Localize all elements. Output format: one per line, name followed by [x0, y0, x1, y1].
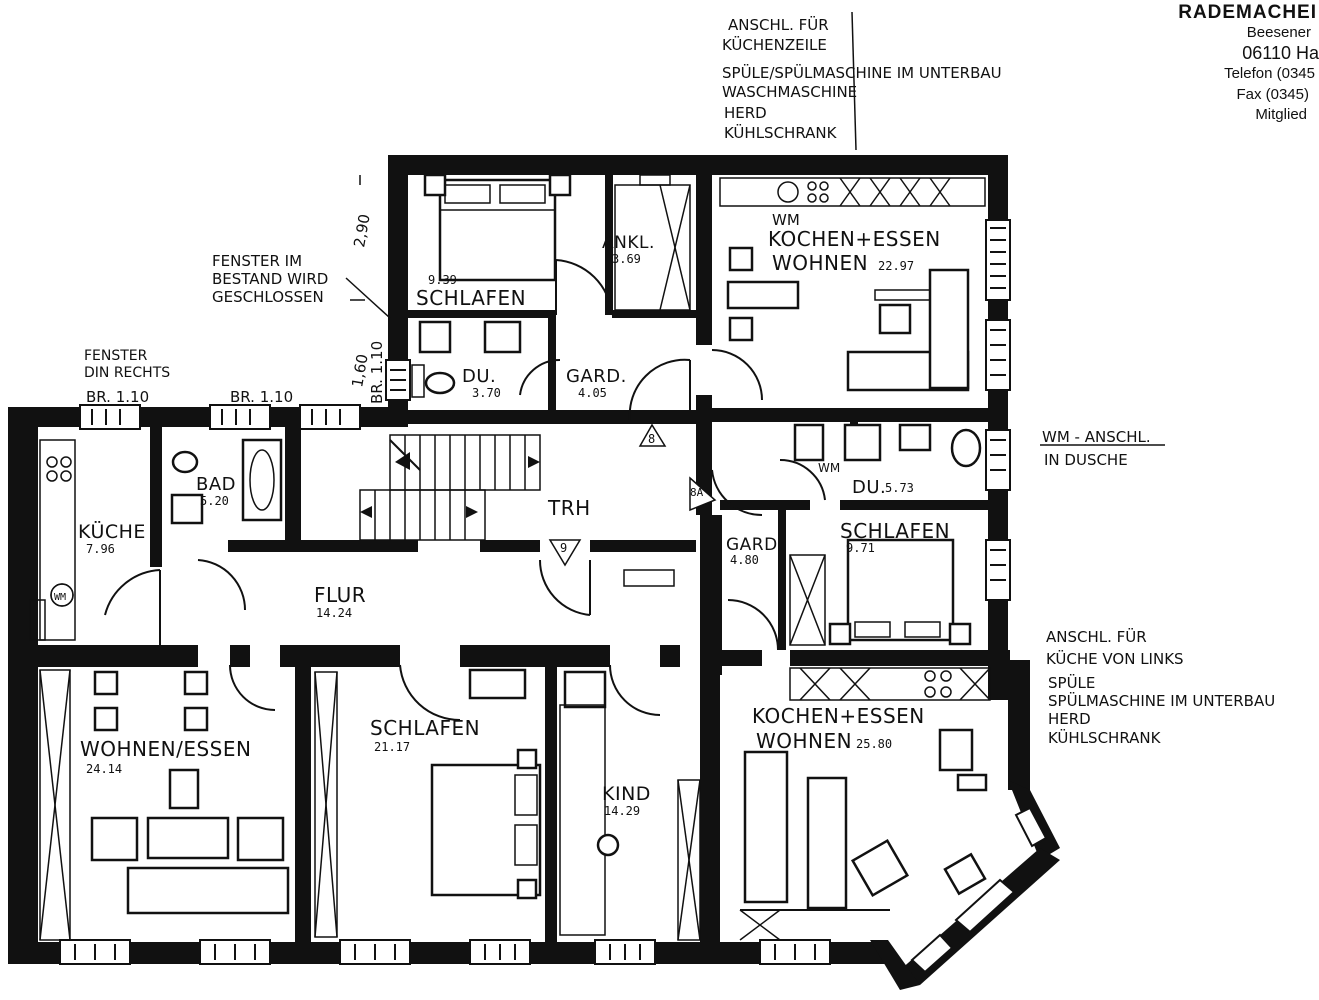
appliance-wm: WM: [54, 592, 66, 603]
annotation-lines: [345, 11, 1165, 446]
room-kochen-top-2: WOHNEN: [772, 251, 868, 275]
note-wm-anschl-2: IN DUSCHE: [1044, 451, 1128, 469]
area-du-top: 3.70: [472, 386, 501, 400]
area-schlafen-top: 9.39: [428, 273, 457, 287]
room-schlafen-right: SCHLAFEN: [840, 519, 950, 543]
notes: ANSCHL. FÜR KÜCHENZEILE SPÜLE/SPÜLMASCHI…: [84, 15, 1275, 747]
note-wm-anschl-1: WM - ANSCHL.: [1042, 428, 1151, 446]
window-right-4: [985, 539, 1011, 601]
area-du-right: 5.73: [885, 481, 914, 495]
note-kitchen-top-3: SPÜLE/SPÜLMASCHINE IM UNTERBAU: [722, 63, 1002, 82]
note-kitchen-top-4: WASCHMASCHINE: [722, 83, 857, 101]
dimensions: BR. 1.10 BR. 1.10 BR. 1.10 2,90 1,60: [86, 213, 386, 406]
marker-8: 8: [648, 432, 655, 446]
dim-br-left: BR. 1.10: [86, 388, 149, 406]
windows-bottom: [59, 939, 831, 965]
area-schlafen-bottom: 21.17: [374, 740, 410, 754]
company-line-3: Telefon (0345: [1224, 65, 1315, 82]
room-du-right: DU.: [852, 477, 886, 498]
company-line-4: Fax (0345): [1236, 86, 1309, 103]
room-flur: FLUR: [314, 583, 366, 607]
interior-walls: [8, 175, 1010, 950]
room-labels: SCHLAFEN 9.39 ANKL. 3.69 KOCHEN+ESSEN WO…: [78, 211, 950, 818]
company-header: RADEMACHEI Beesener 06110 Ha Telefon (03…: [1151, 0, 1319, 130]
area-kind: 14.29: [604, 804, 640, 818]
area-bad: 5.20: [200, 494, 229, 508]
note-fenster-din-2: DIN RECHTS: [84, 365, 170, 381]
note-kitchen-top-1: ANSCHL. FÜR: [728, 15, 829, 34]
note-fenster-bestand-3: GESCHLOSSEN: [212, 288, 324, 306]
stair-markers: 8 8A 9 WM: [50, 423, 717, 607]
area-wohnen-essen: 24.14: [86, 762, 122, 776]
room-schlafen-bottom: SCHLAFEN: [370, 716, 480, 740]
room-kueche: KÜCHE: [78, 520, 146, 543]
wm-label-right: WM: [818, 461, 840, 475]
windows: [59, 219, 1048, 974]
furniture: [29, 173, 991, 941]
window-left-upper: [385, 359, 411, 401]
dim-h-lower: 1,60: [348, 353, 372, 389]
room-ankl: ANKL.: [602, 233, 655, 253]
area-gard-right: 4.80: [730, 553, 759, 567]
note-kitchen-top-5: HERD: [724, 104, 767, 122]
room-kochen-top-1: KOCHEN+ESSEN: [768, 227, 941, 251]
wm-label-top: WM: [772, 211, 800, 229]
room-kochen-bottom-1: KOCHEN+ESSEN: [752, 704, 925, 728]
area-schlafen-right: 9.71: [846, 541, 875, 555]
area-flur: 14.24: [316, 606, 352, 620]
note-kitchen-top-2: KÜCHENZEILE: [722, 35, 827, 54]
window-left-top: [79, 404, 361, 430]
area-gard-top: 4.05: [578, 386, 607, 400]
note-kitchen-right-4: SPÜLMASCHINE IM UNTERBAU: [1048, 691, 1275, 710]
window-right-3: [985, 429, 1011, 491]
note-kitchen-right-2: KÜCHE VON LINKS: [1046, 649, 1184, 668]
note-fenster-bestand-2: BESTAND WIRD: [212, 270, 328, 288]
company-line-1: Beesener: [1246, 24, 1311, 41]
window-right-1: [985, 219, 1011, 301]
room-kochen-bottom-2: WOHNEN: [756, 729, 852, 753]
note-kitchen-right-3: SPÜLE: [1048, 673, 1095, 692]
room-wohnen-essen: WOHNEN/ESSEN: [80, 737, 251, 761]
note-kitchen-right-1: ANSCHL. FÜR: [1046, 627, 1147, 646]
area-kochen-bottom: 25.80: [856, 737, 892, 751]
area-kochen-top: 22.97: [878, 259, 914, 273]
area-kueche: 7.96: [86, 542, 115, 556]
marker-9: 9: [560, 541, 567, 555]
room-schlafen-top: SCHLAFEN: [416, 286, 526, 310]
room-trh: TRH: [547, 496, 591, 520]
room-kind: KIND: [602, 783, 651, 805]
dim-br-mid: BR. 1.10: [230, 388, 293, 406]
note-kitchen-right-6: KÜHLSCHRANK: [1048, 728, 1162, 747]
doors: [104, 259, 826, 722]
dim-h-upper: 2,90: [350, 213, 374, 249]
company-line-5: Mitglied: [1255, 106, 1307, 123]
company-name: RADEMACHEI: [1178, 2, 1317, 23]
stairs: [359, 434, 541, 541]
area-ankl: 3.69: [612, 252, 641, 266]
note-fenster-bestand-1: FENSTER IM: [212, 252, 302, 270]
note-kitchen-top-6: KÜHLSCHRANK: [724, 123, 838, 142]
room-gard-top: GARD.: [566, 366, 627, 387]
dim-br-vert: BR. 1.10: [368, 341, 386, 404]
company-line-2: 06110 Ha: [1242, 43, 1319, 63]
room-du-top: DU.: [462, 366, 496, 387]
marker-8a: 8A: [690, 486, 704, 499]
windows-bay: [910, 806, 1048, 974]
room-bad: BAD: [196, 474, 236, 495]
window-right-2: [985, 319, 1011, 391]
room-gard-right: GARD.: [726, 535, 784, 555]
note-kitchen-right-5: HERD: [1048, 710, 1091, 728]
note-fenster-din-1: FENSTER: [84, 348, 148, 364]
